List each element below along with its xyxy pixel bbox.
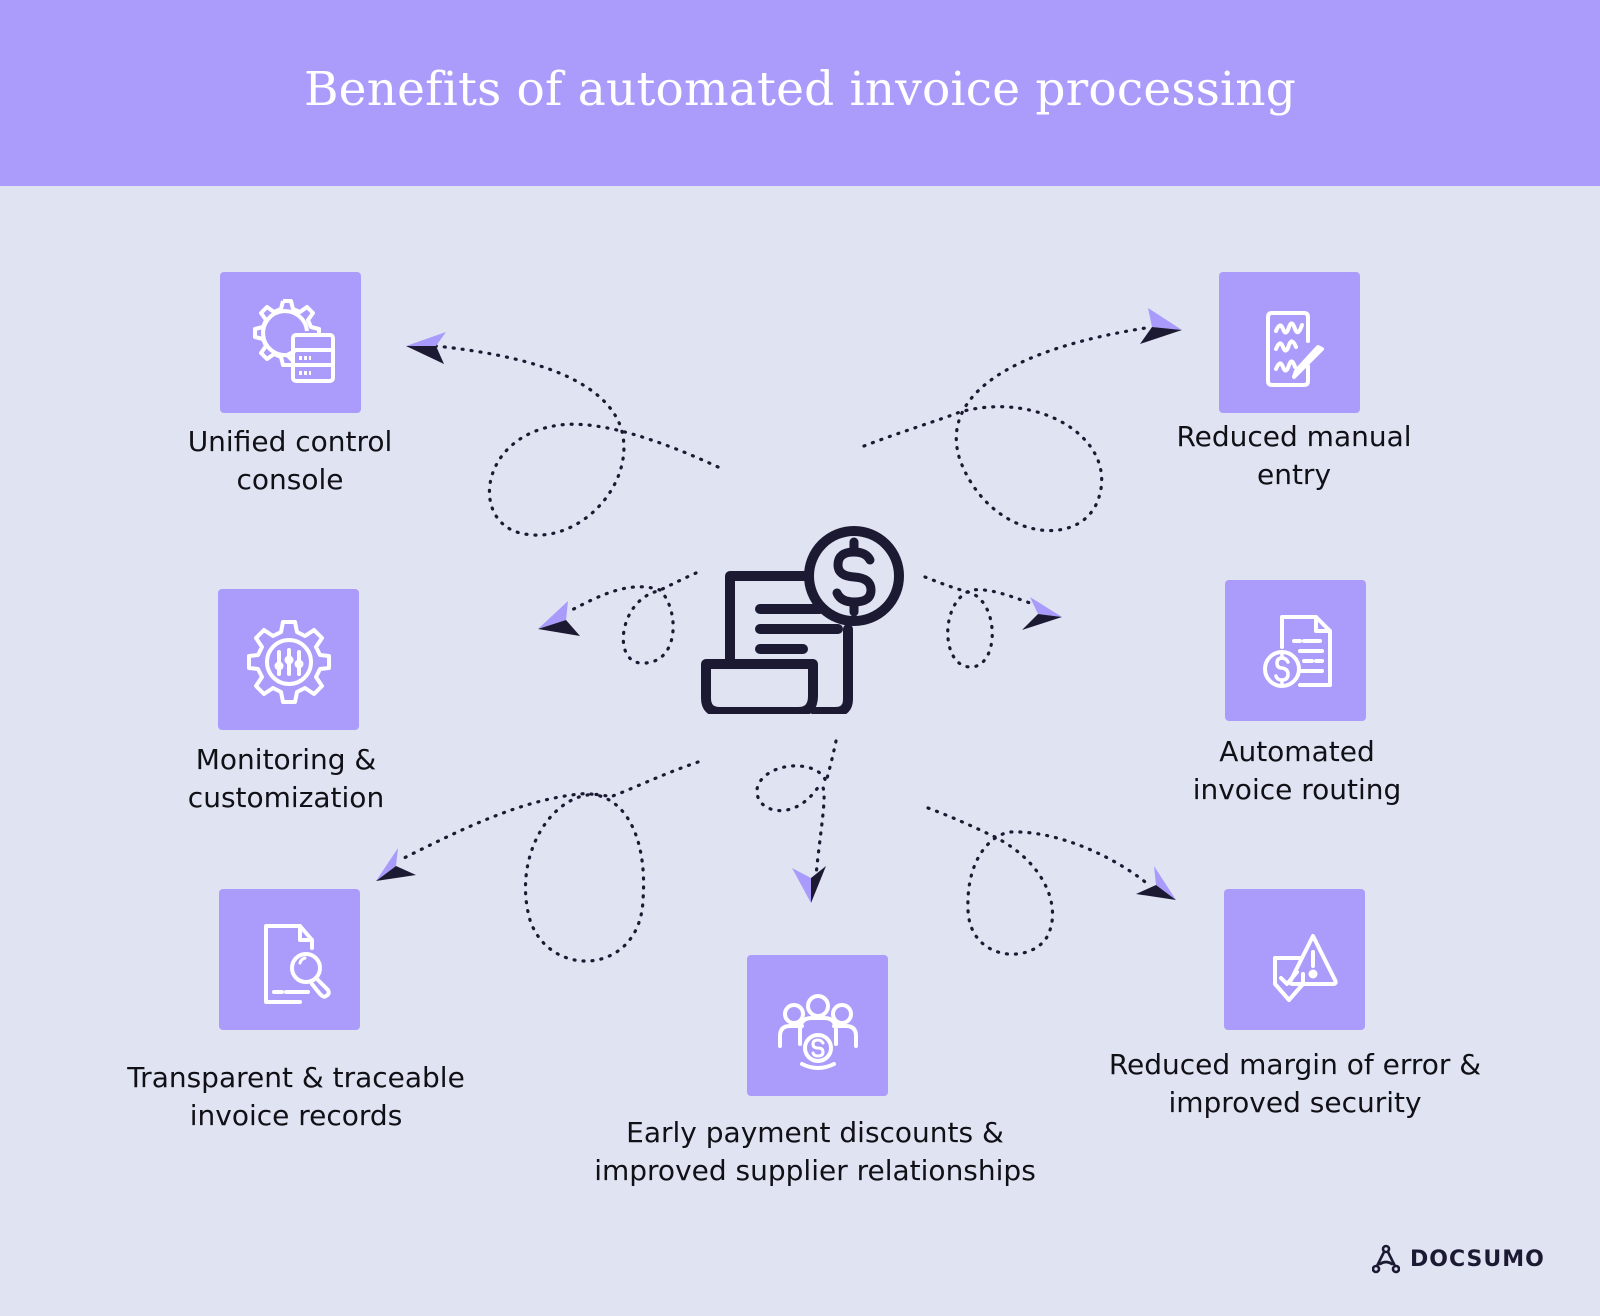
label-automated-invoice-routing: Automated invoice routing <box>1192 735 1402 806</box>
label-transparent-traceable-records: Transparent & traceable invoice records <box>127 1061 465 1132</box>
connector-bottom-left <box>398 760 700 963</box>
tile-reduced-error-security <box>1224 889 1365 1030</box>
arrowhead-bottom-right <box>1136 866 1176 900</box>
tile-reduced-manual-entry <box>1219 272 1360 413</box>
docsumo-logo-icon <box>1372 1244 1400 1274</box>
gear-server-icon <box>252 298 335 383</box>
arrowhead-top-left <box>406 332 446 364</box>
shield-check-warning-icon <box>1272 933 1338 1002</box>
document-magnifier-icon <box>263 923 331 1004</box>
brand-logo: DOCSUMO <box>1372 1244 1545 1274</box>
document-dollar-icon <box>1262 614 1332 688</box>
tile-unified-control-console <box>220 272 361 413</box>
label-early-payment-discounts: Early payment discounts & improved suppl… <box>594 1116 1036 1187</box>
tile-transparent-traceable-records <box>219 889 360 1030</box>
brand-name: DOCSUMO <box>1410 1246 1545 1272</box>
connector-top-right <box>862 325 1154 533</box>
connector-top-left <box>434 344 720 537</box>
tile-automated-invoice-routing <box>1225 580 1366 721</box>
handwritten-document-pen-icon <box>1265 310 1324 387</box>
arrowhead-mid-right <box>1022 597 1062 630</box>
label-reduced-error-security: Reduced margin of error & improved secur… <box>1108 1048 1482 1119</box>
group-dollar-icon <box>777 993 858 1070</box>
connector-mid-right <box>923 575 1032 669</box>
connector-bottom-center <box>755 739 838 878</box>
connector-bottom-right <box>926 806 1152 956</box>
connector-mid-left <box>566 571 698 665</box>
arrowhead-bottom-left <box>376 848 416 881</box>
gear-sliders-icon <box>246 619 331 704</box>
page-title: Benefits of automated invoice processing <box>303 61 1297 117</box>
label-reduced-manual-entry: Reduced manual entry <box>1176 420 1412 491</box>
arrowhead-mid-left <box>538 601 580 636</box>
label-monitoring-customization: Monitoring & customization <box>187 743 385 814</box>
header-banner: Benefits of automated invoice processing <box>0 0 1600 186</box>
arrowhead-top-right <box>1140 308 1182 344</box>
arrowhead-bottom-center <box>792 866 826 903</box>
tile-monitoring-customization <box>218 589 359 730</box>
invoice-dollar-icon <box>698 524 908 717</box>
tile-early-payment-discounts <box>747 955 888 1096</box>
label-unified-control-console: Unified control console <box>187 425 393 496</box>
